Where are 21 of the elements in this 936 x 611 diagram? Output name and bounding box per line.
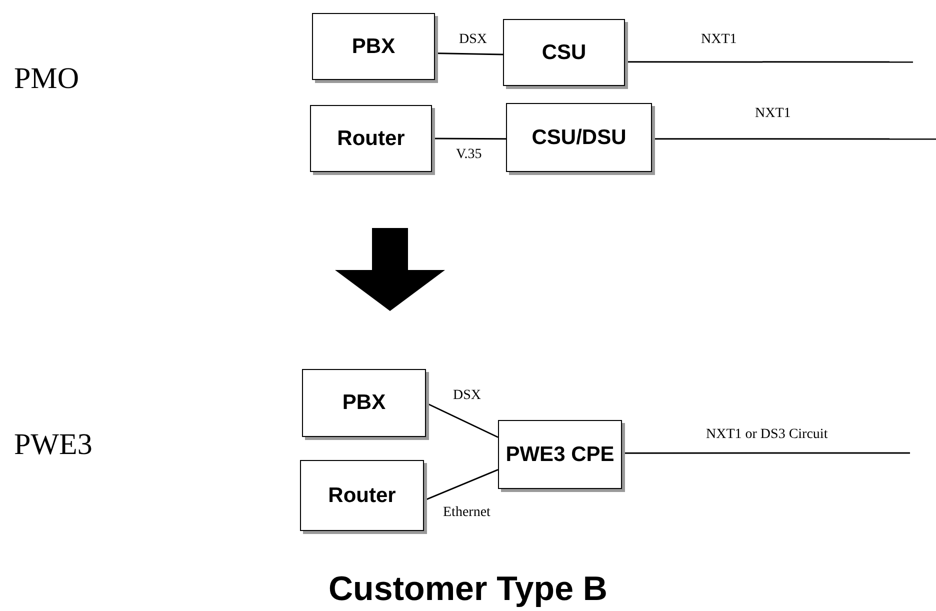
device-box [302, 369, 426, 437]
connector-line [622, 452, 910, 454]
device-box [310, 105, 432, 172]
section-label: PMO [14, 62, 80, 96]
connector-line [432, 138, 506, 140]
device-box [503, 19, 625, 86]
node-label: PBX [342, 390, 386, 416]
device-box [506, 103, 652, 172]
node-label: Router [337, 126, 405, 152]
node-label: CSU/DSU [532, 124, 626, 150]
node-label: PWE3 CPE [506, 442, 614, 468]
connector-line [625, 61, 913, 63]
device-box [312, 13, 435, 80]
node-label: Router [328, 482, 396, 508]
diagram-title: Customer Type B [328, 570, 608, 608]
section-label: PWE3 [14, 428, 92, 462]
connector-line [652, 138, 936, 140]
device-box [300, 460, 424, 531]
device-box [498, 420, 622, 489]
node-label: PBX [352, 34, 396, 60]
node-label: CSU [542, 40, 586, 66]
